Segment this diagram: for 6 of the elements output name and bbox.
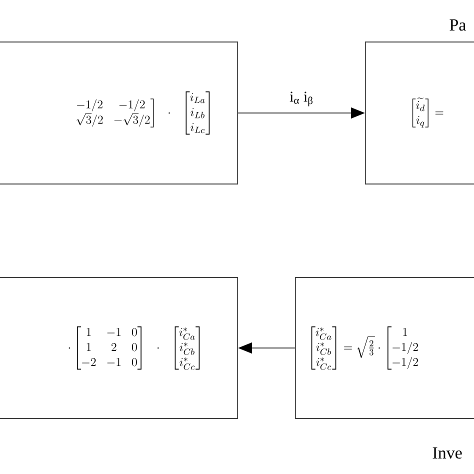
edge-label: i$_{α}$ i$_{β}$ <box>288 90 314 108</box>
heading-text: Inve <box>432 447 462 459</box>
formula-box: $\cdot\begin{bmatrix}1 & -1 & 0\\ 1 & 2 & 0\\ -2 & -1 & 0\end{bmatrix}\cdot\begin{bmatrix}i^{*}_{Ca}\\ i^{*}_{Cb}\\ i^{*}_{Cc}\end{bmatrix}$ <box>0 277 238 419</box>
formula-box: $\left.\begin{matrix}-1/2 & -1/2\\ \sqrt{3}/2 & -\sqrt{3}/2\end{matrix}\right]\cdot\begin{bmatrix}i_{La}\\ i_{Lb}\\ i_{Lc}\end{bmatrix}$ <box>0 42 238 184</box>
formula-box: $\begin{bmatrix}\widetilde{i_d}\\ i_q\end{bmatrix} =$ <box>365 42 474 184</box>
formula-box: $\begin{bmatrix}i^{*}_{Ca}\\ i^{*}_{Cb}\\ i^{*}_{Cc}\end{bmatrix} = \sqrt{\tfrac{2}{3}}\cdot\left[\begin{matrix}1\\ -1/2\\ -1/2\end{matrix}\right.$ <box>295 277 474 419</box>
